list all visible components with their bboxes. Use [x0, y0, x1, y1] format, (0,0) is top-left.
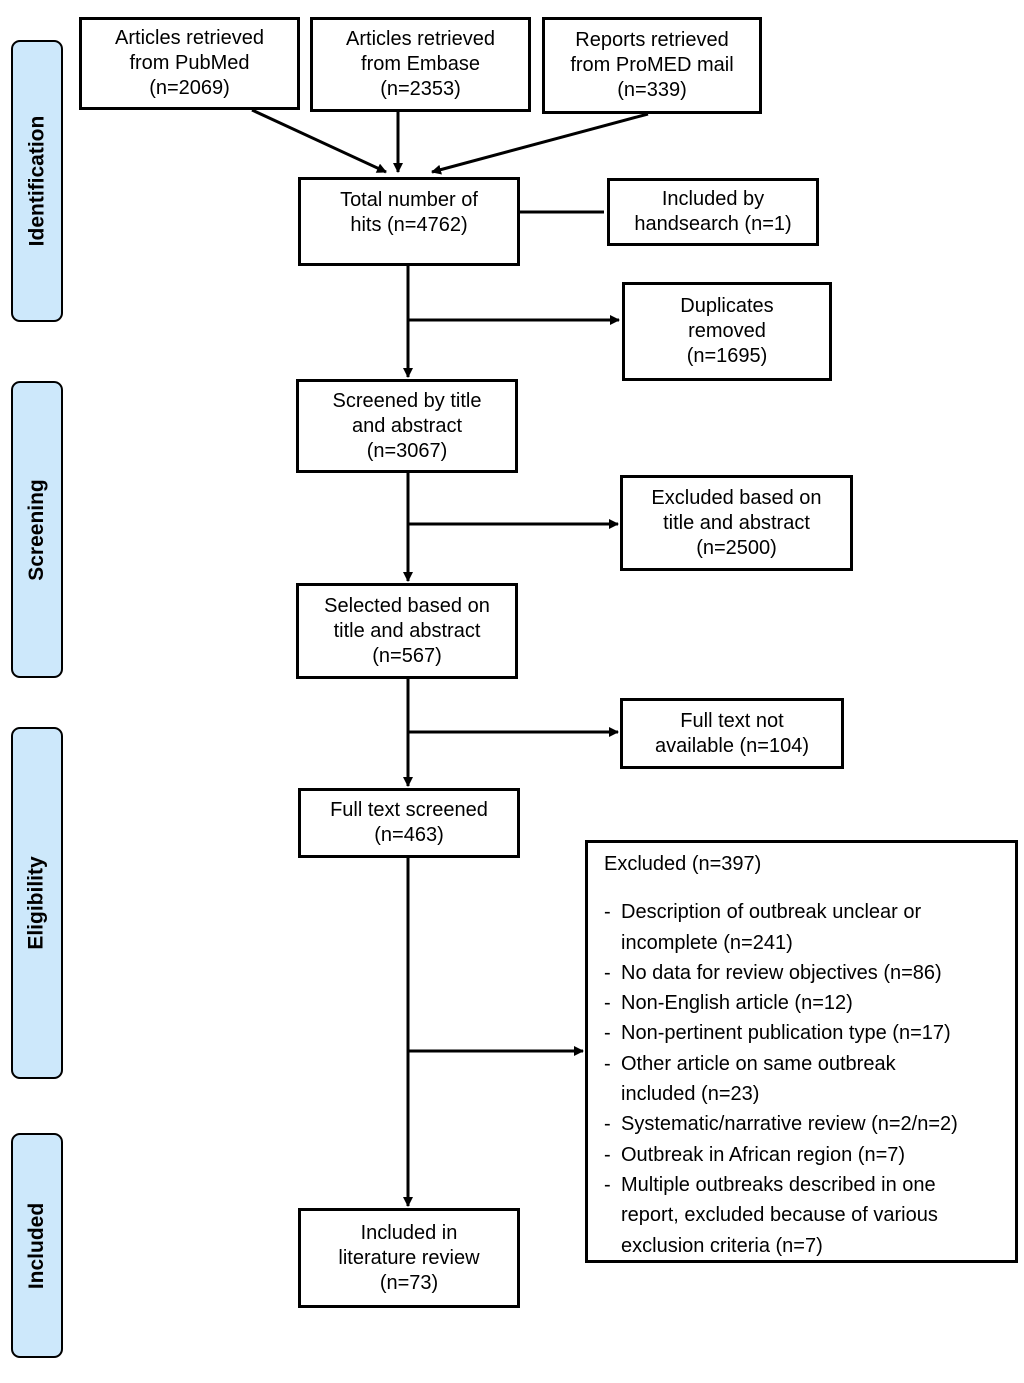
excluded-reason-line: Other article on same outbreak: [621, 1052, 896, 1075]
box-promed-count: (n=339): [617, 79, 687, 101]
box-excluded-title-count: (n=2500): [696, 536, 777, 559]
excluded-reasons-list: Description of outbreak unclear or incom…: [604, 897, 1005, 1261]
excluded-reason-line: Non-English article (n=12): [621, 992, 853, 1015]
box-embase: Articles retrieved from Embase (n=2353): [310, 17, 531, 112]
box-duplicates-line: removed: [688, 320, 766, 342]
box-selected: Selected based on title and abstract (n=…: [296, 583, 518, 679]
box-included: Included in literature review (n=73): [298, 1208, 520, 1308]
excluded-reason-line: Outbreak in African region (n=7): [621, 1143, 906, 1166]
box-pubmed-line: Articles retrieved: [115, 27, 264, 49]
box-promed: Reports retrieved from ProMED mail (n=33…: [542, 17, 762, 114]
stage-identification: Identification: [11, 40, 63, 322]
box-not-available-line: Full text not: [680, 709, 784, 732]
box-included-line: Included in: [360, 1221, 458, 1244]
excluded-reason-line: incomplete (n=241): [621, 931, 793, 954]
box-embase-count: (n=2353): [380, 78, 461, 100]
box-total-hits-count: hits (n=4762): [350, 214, 468, 236]
excluded-reason-item: Other article on same outbreak included …: [604, 1049, 1005, 1110]
box-embase-line: Articles retrieved: [346, 28, 495, 50]
box-excluded-title-line: Excluded based on: [651, 486, 822, 509]
box-pubmed-line: from PubMed: [129, 52, 250, 74]
excluded-reason-line: No data for review objectives (n=86): [621, 961, 942, 984]
excluded-reason-item: Non-pertinent publication type (n=17): [604, 1018, 1005, 1049]
box-promed-line: Reports retrieved: [575, 29, 729, 51]
box-screened-count: (n=3067): [366, 439, 448, 462]
box-not-available: Full text not available (n=104): [620, 698, 844, 769]
excluded-reason-line: exclusion criteria (n=7): [621, 1234, 823, 1257]
excluded-reason-item: Systematic/narrative review (n=2/n=2): [604, 1109, 1005, 1140]
box-promed-line: from ProMED mail: [570, 54, 734, 76]
box-pubmed-count: (n=2069): [149, 77, 230, 99]
arrow-promed-to-total: [431, 112, 649, 175]
excluded-reason-line: included (n=23): [621, 1083, 760, 1106]
box-handsearch-line: Included by: [661, 188, 765, 210]
box-not-available-count: available (n=104): [655, 734, 809, 757]
box-selected-line: title and abstract: [333, 619, 481, 642]
box-fulltext-line: Full text screened: [330, 799, 488, 821]
box-included-count: (n=73): [379, 1271, 439, 1294]
box-total-hits-line: Total number of: [340, 189, 478, 211]
excluded-reason-line: report, excluded because of various: [621, 1204, 938, 1227]
excluded-reasons-header: Excluded (n=397): [604, 853, 762, 875]
excluded-reason-item: Non-English article (n=12): [604, 988, 1005, 1019]
box-handsearch: Included by handsearch (n=1): [607, 178, 819, 246]
box-selected-line: Selected based on: [324, 594, 490, 617]
stage-screening: Screening: [11, 381, 63, 678]
box-excluded-title-line: title and abstract: [663, 511, 810, 534]
box-duplicates-count: (n=1695): [686, 345, 768, 367]
box-screened-line: Screened by title: [332, 389, 482, 412]
excluded-reason-line: Description of outbreak unclear or: [621, 901, 922, 924]
box-screened-line: and abstract: [351, 414, 463, 437]
stage-eligibility: Eligibility: [11, 727, 63, 1079]
box-duplicates-line: Duplicates: [680, 295, 774, 317]
box-fulltext: Full text screened (n=463): [298, 788, 520, 858]
box-handsearch-count: handsearch (n=1): [634, 213, 792, 235]
box-selected-count: (n=567): [372, 644, 442, 667]
excluded-reason-item: Description of outbreak unclear or incom…: [604, 897, 1005, 958]
box-duplicates: Duplicates removed (n=1695): [622, 282, 832, 381]
arrow-pubmed-to-total: [251, 108, 387, 174]
excluded-reason-item: Multiple outbreaks described in one repo…: [604, 1170, 1005, 1261]
excluded-reason-line: Multiple outbreaks described in one: [621, 1173, 936, 1196]
stage-included: Included: [11, 1133, 63, 1358]
excluded-reason-item: Outbreak in African region (n=7): [604, 1140, 1005, 1171]
excluded-reason-line: Non-pertinent publication type (n=17): [621, 1022, 951, 1045]
box-fulltext-count: (n=463): [374, 824, 444, 846]
box-excluded-reasons: Excluded (n=397) Description of outbreak…: [585, 840, 1018, 1263]
box-total-hits: Total number of hits (n=4762): [298, 177, 520, 266]
excluded-reason-item: No data for review objectives (n=86): [604, 958, 1005, 989]
box-included-line: literature review: [338, 1246, 480, 1269]
box-embase-line: from Embase: [361, 53, 480, 75]
box-screened: Screened by title and abstract (n=3067): [296, 379, 518, 473]
box-excluded-title: Excluded based on title and abstract (n=…: [620, 475, 853, 571]
box-pubmed: Articles retrieved from PubMed (n=2069): [79, 17, 300, 110]
excluded-reason-line: Systematic/narrative review (n=2/n=2): [621, 1113, 958, 1136]
